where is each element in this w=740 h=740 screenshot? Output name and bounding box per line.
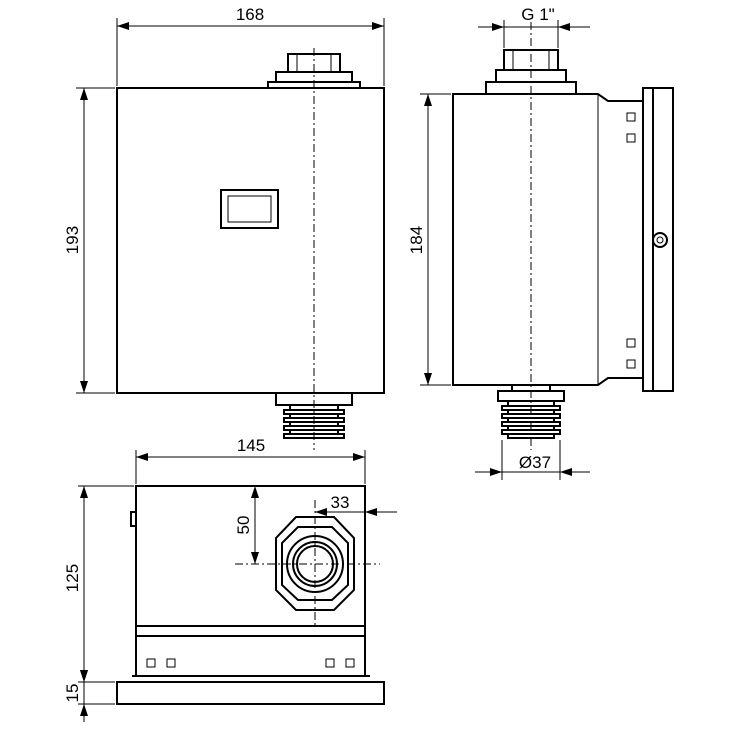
side-thread-label: G 1" xyxy=(521,5,554,24)
front-width-label: 168 xyxy=(236,5,264,24)
top-width-label: 145 xyxy=(237,436,265,455)
top-view: 145 33 50 125 15 xyxy=(63,436,397,722)
top-depth-label: 125 xyxy=(63,564,82,592)
front-height-label: 193 xyxy=(63,226,82,254)
top-offset-y-label: 50 xyxy=(234,516,253,535)
side-view: G 1" 184 Ø37 xyxy=(407,5,674,480)
side-diameter-label: Ø37 xyxy=(519,453,551,472)
top-offset-x-label: 33 xyxy=(331,493,350,512)
top-plate-label: 15 xyxy=(63,684,82,703)
front-view: 168 193 xyxy=(63,5,385,450)
side-height-label: 184 xyxy=(407,226,426,254)
